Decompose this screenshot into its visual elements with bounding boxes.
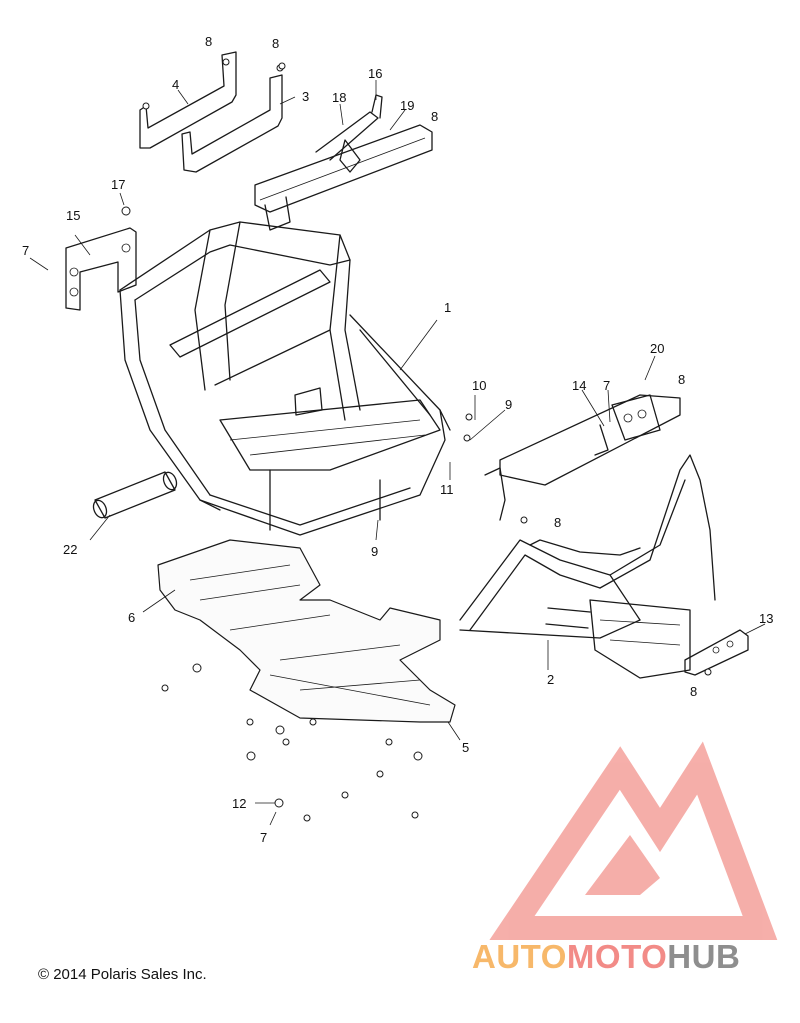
callout-19: 19 bbox=[400, 98, 414, 113]
part-3-bracket bbox=[181, 64, 284, 173]
copyright-notice: © 2014 Polaris Sales Inc. bbox=[38, 966, 207, 983]
callout-3: 3 bbox=[302, 89, 309, 104]
callout-9: 9 bbox=[505, 397, 512, 412]
callout-17: 17 bbox=[111, 177, 125, 192]
part-16-rail-assembly bbox=[254, 94, 433, 231]
callout-1: 1 bbox=[444, 300, 451, 315]
part-2-rear-frame bbox=[459, 454, 716, 679]
callout-7: 7 bbox=[260, 830, 267, 845]
callout-8: 8 bbox=[272, 36, 279, 51]
callout-14: 14 bbox=[572, 378, 586, 393]
part-13-bracket bbox=[684, 629, 749, 676]
callout-7: 7 bbox=[603, 378, 610, 393]
leader-lines bbox=[29, 80, 766, 826]
callout-8: 8 bbox=[690, 684, 697, 699]
callout-12: 12 bbox=[232, 796, 246, 811]
callout-numbers: 8 8 4 3 16 18 19 8 17 15 7 1 20 10 14 7 … bbox=[22, 34, 773, 845]
automotohub-logo-text: AUTOMOTOHUB bbox=[472, 938, 740, 976]
part-1-main-frame bbox=[119, 221, 451, 536]
callout-13: 13 bbox=[759, 611, 773, 626]
part-20-rear-rail bbox=[484, 394, 681, 521]
callout-5: 5 bbox=[462, 740, 469, 755]
callout-10: 10 bbox=[472, 378, 486, 393]
callout-18: 18 bbox=[332, 90, 346, 105]
logo-word-auto: AUTO bbox=[472, 938, 567, 975]
callout-8: 8 bbox=[431, 109, 438, 124]
callout-8: 8 bbox=[554, 515, 561, 530]
callout-7: 7 bbox=[22, 243, 29, 258]
part-4-bracket bbox=[139, 51, 237, 149]
callout-8: 8 bbox=[678, 372, 685, 387]
part-22-tube bbox=[92, 471, 178, 519]
callout-15: 15 bbox=[66, 208, 80, 223]
part-6-skid-plate bbox=[157, 539, 456, 723]
callout-16: 16 bbox=[368, 66, 382, 81]
automotohub-logo-mark bbox=[489, 741, 778, 940]
callout-4: 4 bbox=[172, 77, 179, 92]
callout-11: 11 bbox=[440, 482, 454, 497]
callout-9: 9 bbox=[371, 544, 378, 559]
callout-8: 8 bbox=[205, 34, 212, 49]
skid-fasteners bbox=[121, 62, 712, 822]
callout-20: 20 bbox=[650, 341, 664, 356]
logo-word-moto: MOTO bbox=[566, 938, 668, 975]
callout-22: 22 bbox=[63, 542, 77, 557]
part-15-bracket bbox=[65, 227, 137, 311]
callout-6: 6 bbox=[128, 610, 135, 625]
callout-2: 2 bbox=[547, 672, 554, 687]
logo-word-hub: HUB bbox=[667, 938, 741, 975]
